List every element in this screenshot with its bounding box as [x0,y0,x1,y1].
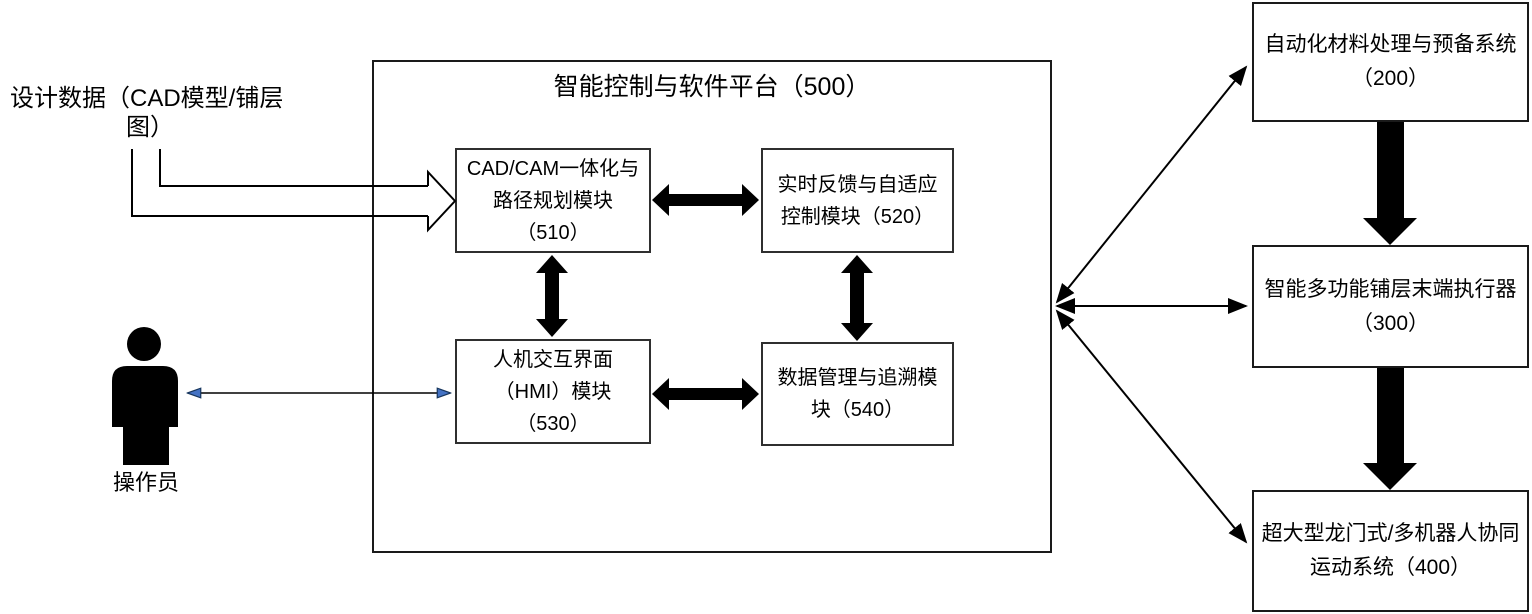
module-box-540: 数据管理与追溯模 块（540） [761,342,954,446]
module-530-line2: （HMI）模块 [494,380,612,403]
operator-label: 操作员 [112,470,179,495]
system-200-line2: （200） [1351,67,1430,90]
system-400-line2: 运动系统（400） [1309,556,1472,579]
system-box-200: 自动化材料处理与预备系统 （200） [1252,2,1529,122]
design-data-label: 设计数据（CAD模型/铺层 图） [10,84,290,142]
design-data-label-line2: 图） [126,114,174,141]
arrow-300-400 [1363,368,1417,490]
module-box-510: CAD/CAM一体化与 路径规划模块 （510） [455,148,651,253]
system-300-line2: （300） [1351,311,1430,335]
system-box-400: 超大型龙门式/多机器人协同 运动系统（400） [1252,490,1529,612]
module-520-line1: 实时反馈与自适应 [777,173,938,196]
platform-container-box [372,60,1052,553]
module-box-520: 实时反馈与自适应 控制模块（520） [761,148,954,253]
platform-title: 智能控制与软件平台（500） [553,73,871,101]
person-icon [112,327,178,465]
module-540-line2: 块（540） [810,399,905,421]
module-530-line1: 人机交互界面 [493,348,613,371]
module-540-line1: 数据管理与追溯模 [777,367,938,389]
system-box-300: 智能多功能铺层末端执行器 （300） [1252,245,1529,368]
module-510-line3: （510） [516,221,590,244]
arrow-platform-200 [1055,65,1248,304]
module-box-530: 人机交互界面 （HMI）模块 （530） [455,339,651,444]
module-510-line1: CAD/CAM一体化与 [466,157,640,180]
arrow-platform-400 [1055,309,1248,544]
design-data-label-line1: 设计数据（CAD模型/铺层 [10,85,284,112]
arrow-200-300 [1363,122,1417,245]
system-300-line1: 智能多功能铺层末端执行器 [1264,277,1517,301]
module-510-line2: 路径规划模块 [493,189,613,212]
system-200-line1: 自动化材料处理与预备系统 [1264,33,1517,56]
module-530-line3: （530） [516,412,590,435]
module-520-line2: 控制模块（520） [780,205,935,228]
system-400-line1: 超大型龙门式/多机器人协同 [1261,522,1520,545]
